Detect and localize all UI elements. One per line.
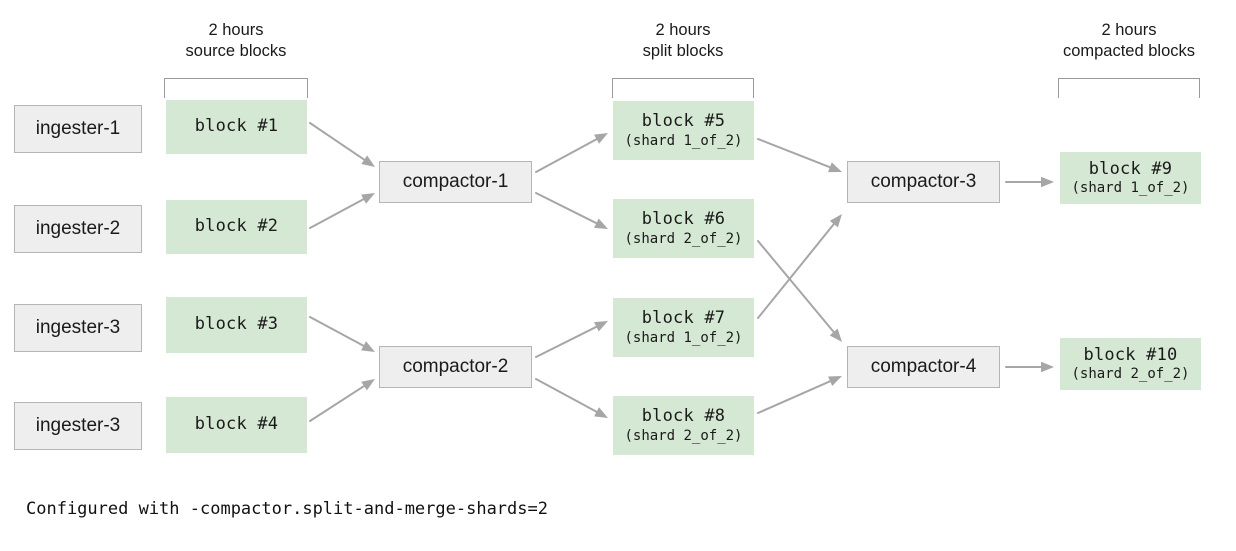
block-shard-label: (shard 1_of_2) bbox=[624, 329, 743, 346]
arrow-block8-to-compactor4 bbox=[757, 376, 842, 414]
compactor-label: compactor-1 bbox=[402, 171, 509, 193]
block-node-block-8[interactable]: block #8(shard 2_of_2) bbox=[613, 396, 754, 455]
block-node-block-10[interactable]: block #10(shard 2_of_2) bbox=[1060, 338, 1201, 390]
ingester-node-ingester-1[interactable]: ingester-1 bbox=[14, 105, 142, 153]
compactor-node-compactor-4[interactable]: compactor-4 bbox=[847, 346, 1000, 388]
block-title: block #3 bbox=[194, 314, 279, 335]
diagram-caption: Configured with -compactor.split-and-mer… bbox=[26, 499, 548, 519]
group-label-compacted: 2 hours compacted blocks bbox=[1018, 20, 1236, 62]
block-node-block-7[interactable]: block #7(shard 1_of_2) bbox=[613, 298, 754, 357]
arrow-block6-to-compactor4 bbox=[757, 240, 842, 342]
group-label-split: 2 hours split blocks bbox=[572, 20, 794, 62]
ingester-label: ingester-3 bbox=[35, 317, 121, 339]
arrow-block2-to-compactor1 bbox=[309, 193, 375, 229]
block-title: block #5 bbox=[641, 111, 726, 132]
block-title: block #2 bbox=[194, 216, 279, 237]
compactor-label: compactor-3 bbox=[870, 171, 977, 193]
group-label-source: 2 hours source blocks bbox=[124, 20, 348, 62]
arrow-compactor3-to-block9 bbox=[1005, 176, 1054, 188]
block-title: block #4 bbox=[194, 414, 279, 435]
ingester-label: ingester-1 bbox=[35, 118, 121, 140]
compactor-label: compactor-4 bbox=[870, 356, 977, 378]
arrow-block7-to-compactor3 bbox=[757, 214, 842, 319]
arrow-compactor4-to-block10 bbox=[1005, 361, 1054, 373]
arrow-compactor1-to-block5 bbox=[535, 133, 608, 173]
arrow-compactor2-to-block8 bbox=[535, 378, 608, 418]
arrow-block1-to-compactor1 bbox=[309, 122, 375, 167]
block-title: block #10 bbox=[1083, 344, 1178, 365]
block-title: block #9 bbox=[1088, 158, 1173, 179]
compactor-node-compactor-2[interactable]: compactor-2 bbox=[379, 346, 532, 388]
group-bracket-compacted bbox=[1058, 78, 1200, 98]
block-shard-label: (shard 1_of_2) bbox=[624, 132, 743, 149]
group-label-line2: split blocks bbox=[642, 42, 724, 61]
block-shard-label: (shard 1_of_2) bbox=[1071, 180, 1190, 197]
group-label-line2: compacted blocks bbox=[1062, 42, 1196, 61]
block-title: block #1 bbox=[194, 116, 279, 137]
block-node-block-5[interactable]: block #5(shard 1_of_2) bbox=[613, 101, 754, 160]
ingester-node-ingester-3a[interactable]: ingester-3 bbox=[14, 304, 142, 352]
compactor-node-compactor-3[interactable]: compactor-3 bbox=[847, 161, 1000, 203]
arrow-compactor2-to-block7 bbox=[535, 321, 608, 358]
block-title: block #7 bbox=[641, 308, 726, 329]
arrow-block3-to-compactor2 bbox=[309, 316, 375, 352]
block-shard-label: (shard 2_of_2) bbox=[624, 230, 743, 247]
group-bracket-source bbox=[164, 78, 308, 98]
arrow-compactor1-to-block6 bbox=[535, 192, 608, 229]
group-label-line2: source blocks bbox=[185, 42, 287, 61]
arrow-block5-to-compactor3 bbox=[757, 138, 842, 173]
block-node-block-9[interactable]: block #9(shard 1_of_2) bbox=[1060, 152, 1201, 204]
group-label-line1: 2 hours bbox=[1101, 21, 1157, 39]
group-label-line1: 2 hours bbox=[208, 21, 264, 39]
block-node-block-4[interactable]: block #4 bbox=[166, 397, 307, 453]
group-bracket-split bbox=[612, 78, 754, 98]
ingester-node-ingester-3b[interactable]: ingester-3 bbox=[14, 402, 142, 450]
ingester-label: ingester-2 bbox=[35, 218, 121, 240]
compactor-label: compactor-2 bbox=[402, 356, 509, 378]
group-label-line1: 2 hours bbox=[655, 21, 711, 39]
block-shard-label: (shard 2_of_2) bbox=[1071, 366, 1190, 383]
block-title: block #6 bbox=[641, 209, 726, 230]
block-node-block-6[interactable]: block #6(shard 2_of_2) bbox=[613, 199, 754, 258]
block-title: block #8 bbox=[641, 406, 726, 427]
block-shard-label: (shard 2_of_2) bbox=[624, 427, 743, 444]
ingester-label: ingester-3 bbox=[35, 415, 121, 437]
block-node-block-3[interactable]: block #3 bbox=[166, 297, 307, 353]
arrow-block4-to-compactor2 bbox=[309, 379, 375, 422]
compactor-node-compactor-1[interactable]: compactor-1 bbox=[379, 161, 532, 203]
block-node-block-1[interactable]: block #1 bbox=[166, 100, 307, 154]
block-node-block-2[interactable]: block #2 bbox=[166, 200, 307, 254]
ingester-node-ingester-2[interactable]: ingester-2 bbox=[14, 205, 142, 253]
